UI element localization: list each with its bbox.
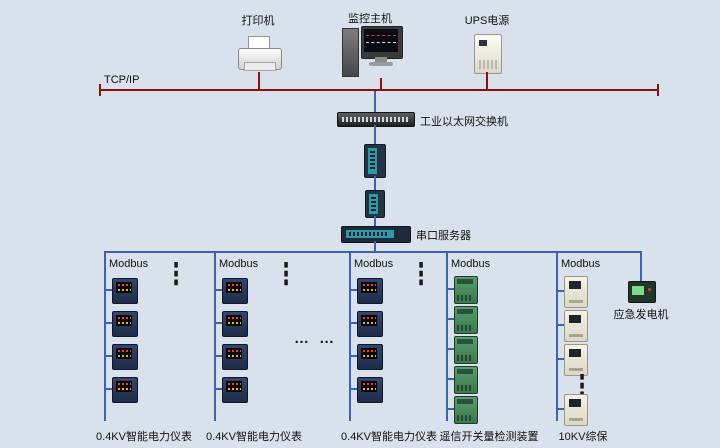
modbus-branch-label: Modbus xyxy=(561,258,601,270)
ellipsis-vertical: ⋮ xyxy=(276,258,296,292)
io-module-icon xyxy=(454,336,478,364)
io-module-icon xyxy=(454,396,478,424)
monitor-host-icon xyxy=(342,26,404,78)
power-meter-icon xyxy=(112,377,138,403)
branch-line xyxy=(640,251,642,281)
power-meter-icon xyxy=(222,278,248,304)
tcpip-label: TCP/IP xyxy=(104,74,140,86)
connector-line xyxy=(380,78,382,90)
device-stub-line xyxy=(558,290,564,292)
device-stub-line xyxy=(216,289,222,291)
device-stub-line xyxy=(448,288,454,290)
branch-device-label: 0.4KV智能电力仪表 xyxy=(206,431,302,443)
generator-label: 应急发电机 xyxy=(613,309,669,321)
serial-server-icon xyxy=(341,226,411,243)
power-meter-icon xyxy=(112,344,138,370)
modbus-branch-label: Modbus xyxy=(451,258,491,270)
branch-line xyxy=(446,251,448,421)
protection-relay-icon xyxy=(564,344,588,376)
tcpip-bus-line xyxy=(100,89,658,91)
power-meter-icon xyxy=(357,311,383,337)
power-meter-icon xyxy=(222,311,248,337)
bus-end-tick xyxy=(657,84,659,96)
monitor-base xyxy=(369,62,393,66)
media-converter-icon xyxy=(364,144,386,178)
power-meter-icon xyxy=(112,311,138,337)
device-stub-line xyxy=(558,324,564,326)
printer-icon xyxy=(238,36,282,74)
modbus-bus-line xyxy=(104,251,642,253)
branch-device-label: 0.4KV智能电力仪表 xyxy=(96,431,192,443)
device-stub-line xyxy=(106,289,112,291)
monitor-host-label: 监控主机 xyxy=(348,13,392,25)
power-meter-icon xyxy=(222,344,248,370)
waveform-trace xyxy=(366,35,396,36)
printer-label: 打印机 xyxy=(241,15,275,27)
monitor-stand xyxy=(375,57,387,62)
serial-server-label: 串口服务器 xyxy=(416,230,471,242)
device-stub-line xyxy=(216,388,222,390)
device-stub-line xyxy=(351,355,357,357)
power-meter-icon xyxy=(357,278,383,304)
modbus-branch-label: Modbus xyxy=(354,258,394,270)
power-meter-icon xyxy=(222,377,248,403)
device-stub-line xyxy=(106,388,112,390)
ellipsis-vertical: ⋮ xyxy=(411,258,431,292)
branch-line xyxy=(104,251,106,421)
ethernet-switch-label: 工业以太网交换机 xyxy=(420,116,508,128)
device-stub-line xyxy=(448,348,454,350)
io-module-icon xyxy=(454,366,478,394)
modbus-branch-label: Modbus xyxy=(109,258,149,270)
branch-device-label: 0.4KV智能电力仪表 xyxy=(341,431,437,443)
generator-controller-icon xyxy=(628,281,656,303)
device-stub-line xyxy=(351,388,357,390)
connector-line xyxy=(486,72,488,90)
device-stub-line xyxy=(216,355,222,357)
connector-line xyxy=(374,125,376,144)
device-stub-line xyxy=(448,408,454,410)
modbus-branch-label: Modbus xyxy=(219,258,259,270)
protection-relay-icon xyxy=(564,310,588,342)
printer-tray xyxy=(244,62,276,71)
ellipsis-vertical: ⋮ xyxy=(166,258,186,292)
branch-device-label: 10KV综保 xyxy=(558,431,608,443)
ellipsis-horizontal: … … xyxy=(294,330,338,347)
protection-relay-icon xyxy=(564,276,588,308)
media-converter-icon xyxy=(365,190,385,218)
device-stub-line xyxy=(216,322,222,324)
io-module-icon xyxy=(454,306,478,334)
ethernet-switch-icon xyxy=(337,112,415,127)
branch-line xyxy=(556,251,558,421)
connector-line xyxy=(374,216,376,226)
device-stub-line xyxy=(106,355,112,357)
ups-label: UPS电源 xyxy=(464,15,510,27)
branch-line xyxy=(214,251,216,421)
connector-line xyxy=(374,176,376,190)
monitor-screen xyxy=(364,29,398,52)
branch-line xyxy=(349,251,351,421)
bus-end-tick xyxy=(99,84,101,96)
connector-line xyxy=(374,241,376,251)
device-stub-line xyxy=(106,322,112,324)
power-meter-icon xyxy=(112,278,138,304)
device-stub-line xyxy=(558,358,564,360)
branch-device-label: 遥信开关量检测装置 xyxy=(439,431,539,443)
io-module-icon xyxy=(454,276,478,304)
connector-line xyxy=(374,91,376,112)
waveform-trace xyxy=(366,42,396,43)
protection-relay-icon xyxy=(564,394,588,426)
device-stub-line xyxy=(351,289,357,291)
connector-line xyxy=(258,72,260,90)
ups-icon xyxy=(474,34,502,74)
device-stub-line xyxy=(448,318,454,320)
device-stub-line xyxy=(448,378,454,380)
power-meter-icon xyxy=(357,344,383,370)
power-meter-icon xyxy=(357,377,383,403)
pc-tower xyxy=(342,28,359,77)
device-stub-line xyxy=(351,322,357,324)
device-stub-line xyxy=(558,408,564,410)
